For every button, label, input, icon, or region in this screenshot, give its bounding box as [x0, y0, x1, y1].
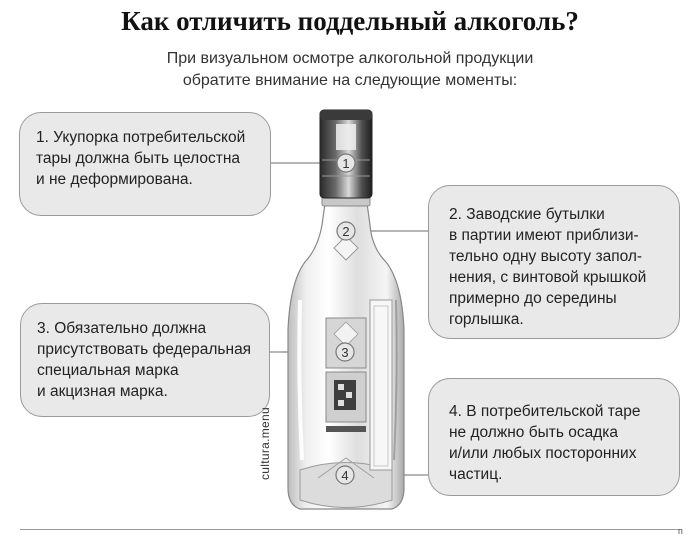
callout-1-text: 1. Укупорка потребительской тары должна … — [36, 129, 246, 188]
callout-2-text: 2. Заводские бутылки в партии имеют приб… — [449, 206, 647, 328]
marker-2-label: 2 — [342, 224, 349, 239]
callout-sediment: 4. В потребительской таре не должно быть… — [428, 378, 680, 496]
cap-emblem — [336, 124, 356, 150]
watermark: cultura.menu — [258, 407, 272, 480]
marker-1: 1 — [336, 153, 356, 173]
bottom-divider — [20, 529, 680, 530]
callout-3-text: 3. Обязательно должна присутствовать фед… — [37, 320, 252, 400]
page-subtitle: При визуальном осмотре алкогольной проду… — [166, 50, 534, 89]
callout-excise-marks: 3. Обязательно должна присутствовать фед… — [20, 303, 270, 417]
marker-4: 4 — [335, 465, 355, 485]
side-label — [369, 299, 393, 471]
callout-fill-level: 2. Заводские бутылки в партии имеют приб… — [428, 185, 680, 339]
page-title: Как отличить поддельный алкоголь? — [121, 6, 579, 36]
marker-3-label: 3 — [341, 345, 348, 360]
bottle-base — [299, 462, 393, 508]
marker-4-label: 4 — [341, 468, 348, 483]
marker-1-label: 1 — [342, 156, 349, 171]
callout-4-text: 4. В потребительской таре не должно быть… — [449, 403, 641, 483]
marker-2: 2 — [336, 221, 356, 241]
marker-3: 3 — [335, 342, 355, 362]
callout-cap-integrity: 1. Укупорка потребительской тары должна … — [19, 112, 271, 216]
corner-mark: п — [678, 526, 683, 536]
excise-qr-code — [334, 380, 356, 410]
